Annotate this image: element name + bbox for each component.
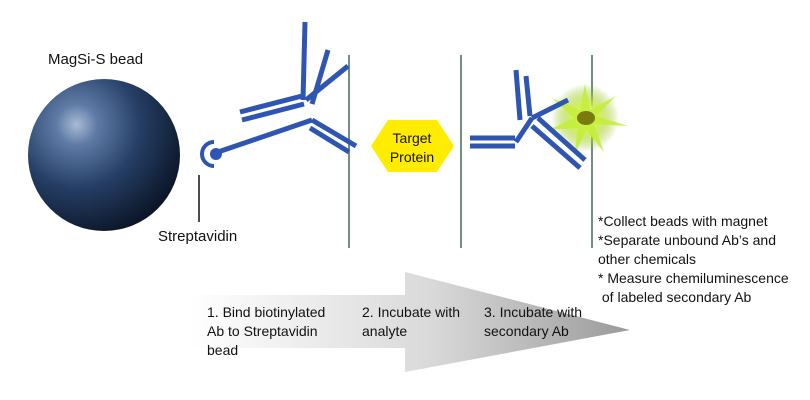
note-line: *Collect beads with magnet — [598, 213, 768, 229]
note-line: * Measure chemiluminescence — [598, 270, 789, 286]
note-line: *Separate unbound Ab’s and — [598, 232, 777, 248]
streptavidin-cup-icon — [200, 140, 215, 168]
target-protein-hexagon — [371, 120, 454, 172]
process-arrow — [190, 272, 630, 372]
note-line: other chemicals — [598, 251, 697, 267]
step-3-label: 3. Incubate with secondary Ab — [484, 304, 583, 339]
secondary-antibody-icon — [470, 69, 587, 170]
step-1-label: 1. Bind biotinylated Ab to Streptavidin … — [207, 304, 326, 358]
magnetic-bead — [28, 79, 180, 231]
chemiluminescence-glow-icon — [548, 84, 628, 156]
step-2-label: 2. Incubate with analyte — [362, 304, 461, 339]
note-line: of labeled secondary Ab — [598, 289, 752, 305]
bead-label: MagSi-S bead — [48, 51, 144, 68]
streptavidin-label: Streptavidin — [158, 228, 238, 245]
target-protein-label-line1: Target — [393, 130, 432, 146]
target-protein-label-line2: Protein — [390, 149, 434, 165]
capture-antibody-icon — [217, 21, 358, 155]
readout-notes: *Collect beads with magnet *Separate unb… — [598, 212, 789, 307]
